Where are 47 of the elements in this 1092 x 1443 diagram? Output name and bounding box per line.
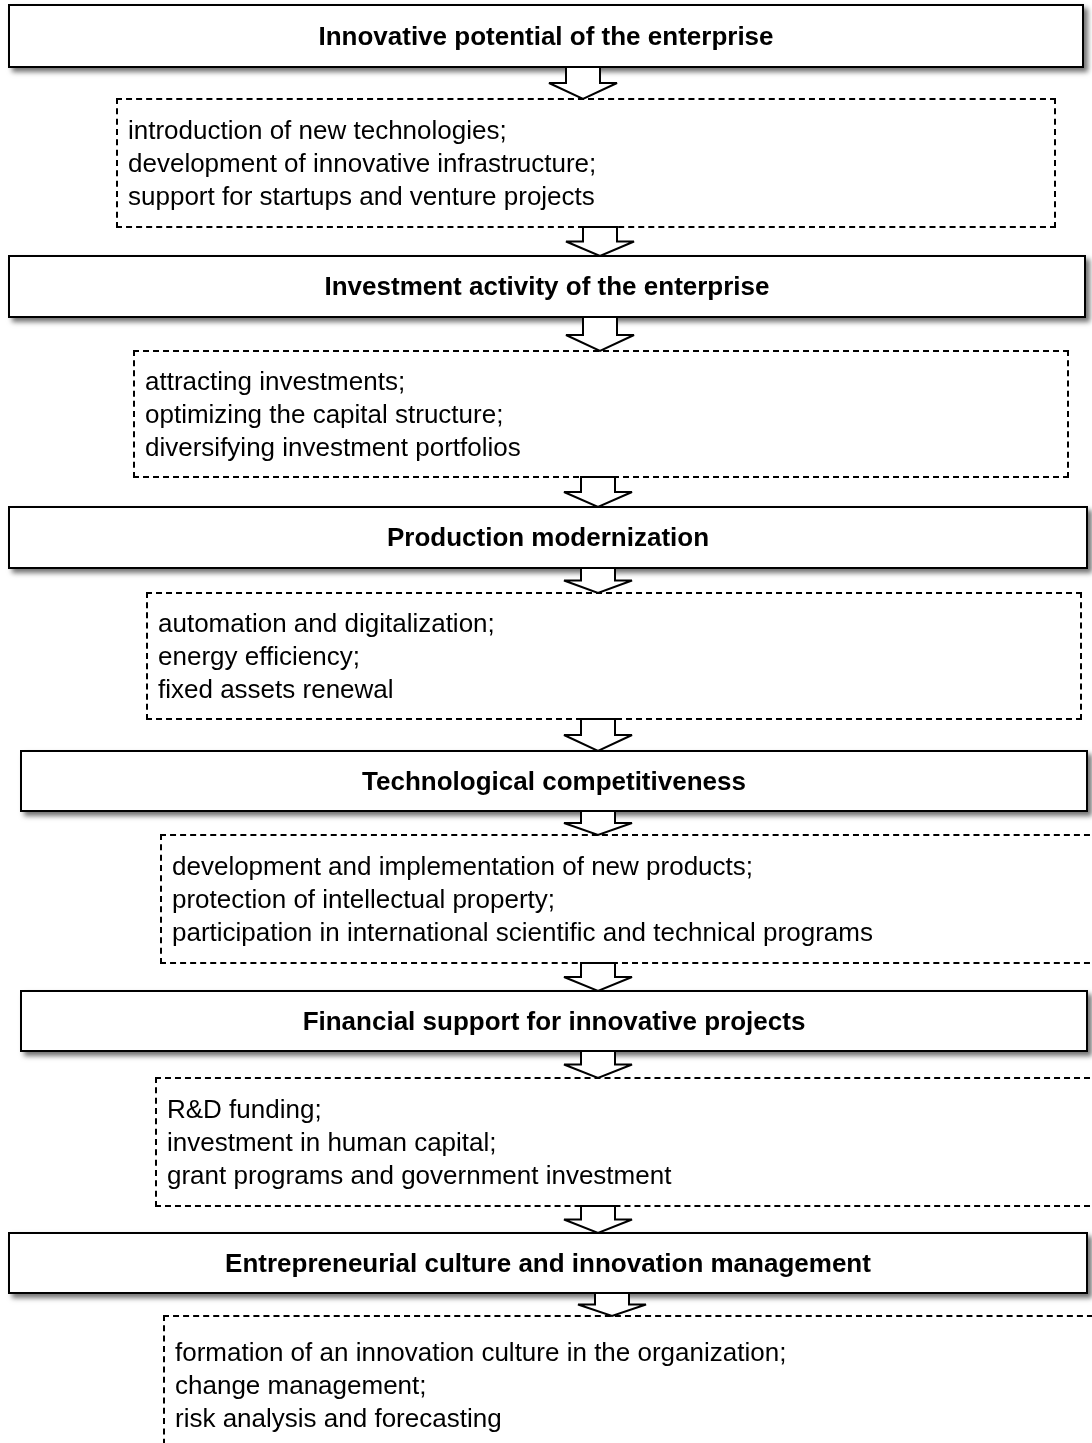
block-arrow: [563, 476, 633, 509]
list-item-text: diversifying investment portfolios: [145, 430, 522, 464]
list-item-text: development of innovative infrastructure;: [128, 146, 598, 180]
heading-box: [8, 255, 1086, 318]
heading-text: Innovative potential of the enterprise: [318, 20, 774, 52]
block-arrow: [563, 1205, 633, 1235]
dashed-list-box: [146, 592, 1082, 720]
heading-text: Technological competitiveness: [362, 765, 746, 797]
heading-box: [20, 990, 1088, 1052]
block-arrow: [565, 316, 635, 353]
list-item-text: introduction of new technologies;: [128, 113, 508, 147]
heading-box: [8, 1232, 1088, 1294]
heading-text: Production modernization: [386, 522, 710, 553]
dashed-list-box: [163, 1315, 1092, 1443]
list-item-text: fixed assets renewal: [158, 672, 395, 706]
list-item-text: investment in human capital;: [167, 1125, 498, 1159]
heading-text: Financial support for innovative projects: [302, 1005, 806, 1037]
dashed-list-box: [160, 834, 1092, 964]
list-item-text: automation and digitalization;: [158, 606, 496, 640]
list-item-text: development and implementation of new products;: [172, 849, 754, 883]
list-item-text: R&D funding;: [167, 1092, 323, 1126]
list-item-text: formation of an innovation culture in the organization;: [175, 1335, 788, 1369]
block-arrow: [563, 718, 633, 753]
list-item-text: energy efficiency;: [158, 639, 361, 673]
block-arrow: [548, 66, 618, 101]
block-arrow: [563, 962, 633, 993]
dashed-list-box: [155, 1077, 1092, 1207]
dashed-list-box: [133, 350, 1069, 478]
list-item-text: participation in international scientific and technical programs: [172, 915, 874, 949]
block-arrow: [563, 567, 633, 595]
list-item-text: attracting investments;: [145, 364, 407, 398]
block-arrow: [563, 1050, 633, 1080]
list-item-text: change management;: [175, 1368, 428, 1402]
dashed-list-box: [116, 98, 1056, 228]
list-item-text: support for startups and venture projects: [128, 179, 596, 213]
heading-box: [8, 506, 1088, 569]
block-arrow: [563, 810, 633, 837]
heading-box: [20, 750, 1088, 812]
list-item-text: optimizing the capital structure;: [145, 397, 505, 431]
heading-text: Investment activity of the enterprise: [324, 271, 770, 302]
heading-box: [8, 4, 1084, 68]
list-item-text: protection of intellectual property;: [172, 882, 556, 916]
heading-text: Entrepreneurial culture and innovation management: [225, 1247, 871, 1279]
list-item-text: risk analysis and forecasting: [175, 1401, 503, 1435]
block-arrow: [565, 226, 635, 258]
block-arrow: [577, 1292, 647, 1318]
list-item-text: grant programs and government investment: [167, 1158, 673, 1192]
